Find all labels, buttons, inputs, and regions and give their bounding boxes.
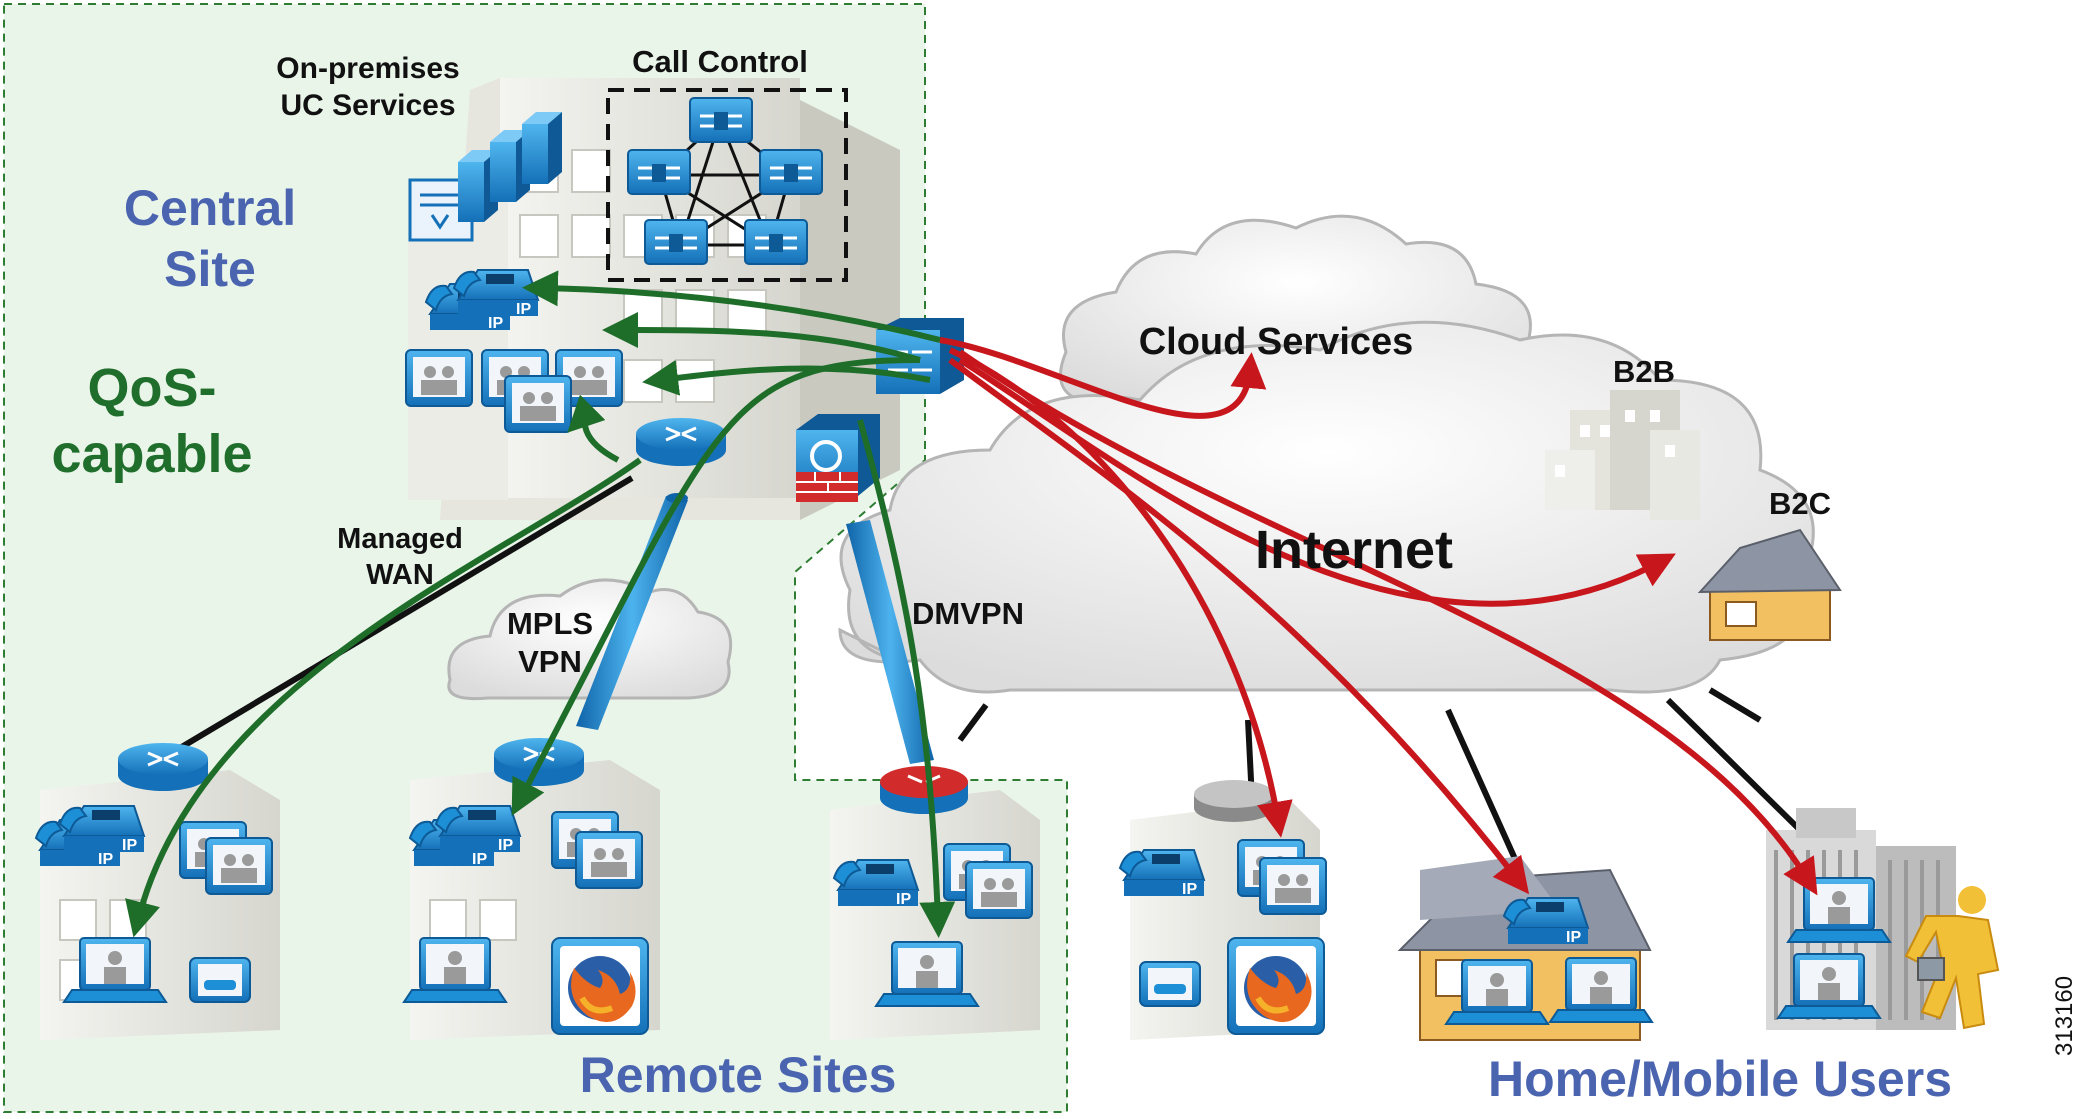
labels: On-premises UC Services Call Control Cen… (51, 44, 2078, 1107)
uc-servers (408, 112, 562, 242)
label-dmvpn: DMVPN (912, 596, 1024, 631)
remote-site-2 (403, 736, 660, 1040)
label-on-premises-1: On-premises (276, 52, 459, 85)
dmvpn-router (880, 766, 968, 814)
b2b-building (1545, 390, 1700, 520)
label-cloud-services: Cloud Services (1139, 321, 1414, 363)
label-b2c: B2C (1769, 486, 1831, 521)
call-control-box (606, 88, 848, 282)
dmvpn-tunnel (846, 520, 934, 764)
qos-paths (125, 270, 956, 938)
label-b2b: B2B (1613, 354, 1675, 389)
b2c-house (1697, 528, 1842, 641)
mobile-user-figure (1904, 886, 2000, 1030)
label-managed-wan-2: WAN (366, 559, 434, 591)
figure-id: 313160 (2051, 976, 2078, 1056)
central-router (634, 416, 728, 468)
label-qos-capable-1: QoS- (88, 358, 217, 418)
label-internet: Internet (1255, 520, 1453, 580)
label-qos-capable-2: capable (51, 424, 252, 484)
label-mpls-vpn-2: VPN (518, 644, 582, 679)
label-mpls-vpn-1: MPLS (507, 606, 593, 641)
internet-cloud (838, 320, 1815, 694)
label-call-control: Call Control (632, 44, 808, 79)
label-central-site-2: Site (164, 241, 256, 297)
label-managed-wan-1: Managed (337, 523, 463, 555)
internet-remote-site (1119, 780, 1327, 1040)
mpls-cloud (447, 578, 733, 701)
home-office (1397, 856, 1653, 1041)
label-on-premises-2: UC Services (280, 89, 455, 122)
internet-paths (939, 337, 1818, 896)
label-central-site-1: Central (124, 180, 296, 236)
firewall (796, 414, 880, 502)
label-home-mobile-users: Home/Mobile Users (1488, 1051, 1952, 1107)
remote-site-1 (35, 741, 280, 1040)
label-remote-sites: Remote Sites (580, 1047, 897, 1103)
gray-router (1194, 780, 1274, 822)
